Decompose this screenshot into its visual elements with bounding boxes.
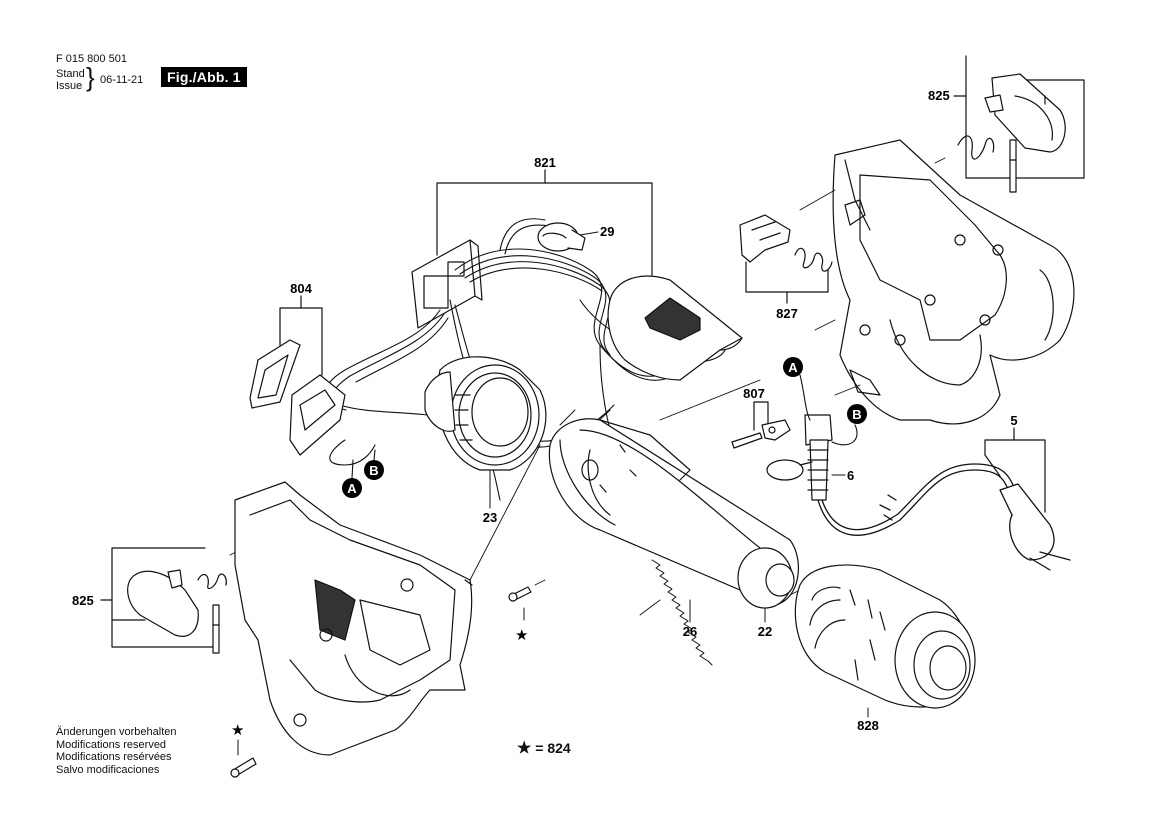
connector-b-left-label: B (369, 463, 378, 478)
part-6-cord-grommet (766, 414, 833, 501)
part-807-cord-clamp (731, 419, 791, 449)
footer-notes: Änderungen vorbehalten Modifications res… (56, 726, 176, 776)
callout-825-left: 825 (72, 593, 94, 608)
brace-icon: } (86, 62, 95, 92)
part-23-motor-fan (424, 356, 547, 471)
callout-807: 807 (743, 386, 765, 401)
alignment-lines (229, 157, 946, 616)
part-22-heating-element (548, 418, 799, 609)
legend-value: 824 (547, 740, 571, 756)
part-26-spring (651, 559, 713, 666)
footer-note-es: Salvo modificaciones (56, 763, 160, 776)
part-827-latch (739, 214, 791, 263)
connector-b-left: B (364, 460, 384, 480)
bracket-825-left (111, 547, 217, 648)
connector-a-right: A (783, 357, 803, 377)
switch-cover (607, 275, 743, 381)
pin-825-left (212, 604, 220, 654)
callout-22: 22 (758, 624, 772, 639)
part-825-top-button (984, 73, 1066, 153)
footer-note-en: Modifications reserved (56, 738, 167, 751)
connector-b-right: B (847, 404, 867, 424)
bracket-5 (984, 439, 1046, 513)
connector-b-right-label: B (852, 407, 861, 422)
connector-a-left: A (342, 478, 362, 498)
callout-828: 828 (857, 718, 879, 733)
part-804-switch (249, 339, 346, 456)
issue-label: Issue (56, 80, 83, 92)
callout-821: 821 (534, 155, 556, 170)
part-825-left-button (127, 569, 199, 637)
pin-825-top (1009, 139, 1017, 193)
star-icon-center: ★ (515, 627, 528, 644)
connector-a-right-label: A (788, 360, 798, 375)
part-29-capacitor (537, 222, 586, 252)
handle-housing-left (234, 481, 473, 756)
connector-a-left-label: A (347, 481, 357, 496)
part-828-nozzle (794, 564, 976, 709)
screw-center (508, 586, 532, 602)
footer-note-de: Änderungen vorbehalten (56, 726, 177, 738)
callout-804: 804 (290, 281, 312, 296)
callout-5: 5 (1010, 413, 1017, 428)
spring-827 (794, 247, 833, 272)
callout-827: 827 (776, 306, 798, 321)
switch-board (411, 239, 483, 329)
screw-left (230, 757, 257, 778)
bracket-807 (753, 401, 769, 431)
callout-29: 29 (600, 224, 614, 239)
footer-note-fr: Modifications resérvées (56, 751, 172, 763)
bracket-825-top (965, 55, 1085, 179)
star-icon-left: ★ (231, 722, 244, 739)
spring-825-left (197, 573, 227, 590)
legend-equals: = (535, 740, 544, 756)
callout-6: 6 (847, 468, 854, 483)
figure-label: Fig./Abb. 1 (161, 67, 247, 87)
callout-26: 26 (683, 624, 697, 639)
callout-23: 23 (483, 510, 497, 525)
bracket-827 (745, 261, 829, 293)
spring-825-top (957, 135, 995, 160)
part-number: F 015 800 501 (56, 53, 127, 65)
legend: ★ = 824 (517, 738, 571, 758)
part-5-cord-plug (817, 463, 1071, 571)
star-icon-legend: ★ (517, 740, 532, 757)
stand-label: Stand (56, 68, 85, 80)
callout-825-top: 825 (928, 88, 950, 103)
handle-housing-right (832, 139, 1075, 425)
issue-date: 06-11-21 (100, 74, 144, 86)
